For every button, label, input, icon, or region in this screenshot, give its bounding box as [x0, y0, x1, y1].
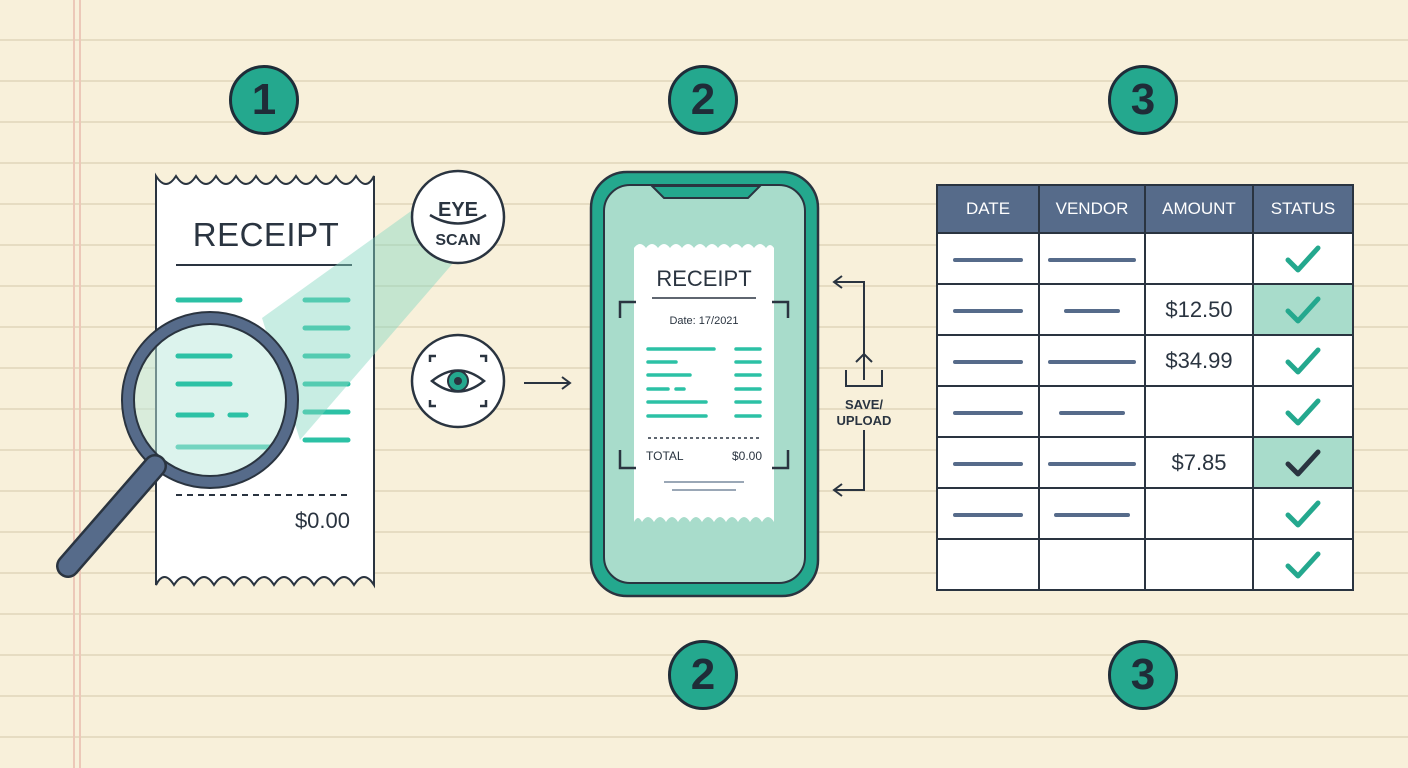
phone-receipt-lines [646, 347, 762, 418]
checkmark-icon [1285, 398, 1321, 425]
eye-scan-line1: EYE [437, 199, 479, 221]
eye-scan-line2: SCAN [435, 232, 481, 249]
amount-cell [1144, 385, 1254, 438]
table-row: $34.99 [936, 334, 1354, 387]
header-date: DATE [936, 184, 1040, 234]
scan-frame [618, 300, 790, 470]
checkmark-icon [1285, 449, 1321, 476]
date-cell [936, 538, 1040, 591]
header-status: STATUS [1252, 184, 1354, 234]
status-cell [1252, 385, 1354, 438]
phone-receipt-title: RECEIPT [656, 266, 752, 291]
amount-cell [1144, 232, 1254, 285]
vendor-placeholder-line [1064, 308, 1120, 313]
date-cell [936, 385, 1040, 438]
date-placeholder-line [953, 512, 1023, 517]
step-2-bottom-badge: 2 [668, 640, 738, 710]
table-row: $7.85 [936, 436, 1354, 489]
phone-notch [649, 185, 763, 199]
step-1-badge: 1 [229, 65, 299, 135]
vendor-cell [1038, 334, 1146, 387]
table-row [936, 385, 1354, 438]
vendor-placeholder-line [1048, 359, 1136, 364]
amount-cell [1144, 538, 1254, 591]
step-3-badge: 3 [1108, 65, 1178, 135]
step-3-bottom-badge: 3 [1108, 640, 1178, 710]
date-cell [936, 283, 1040, 336]
checkmark-icon [1285, 500, 1321, 527]
phone-receipt-date: Date: 17/2021 [669, 315, 739, 327]
phone-total-label: TOTAL [646, 449, 684, 463]
magnifier-lens [122, 312, 298, 488]
vendor-placeholder-line [1054, 512, 1130, 517]
date-cell [936, 334, 1040, 387]
vendor-cell [1038, 385, 1146, 438]
eye-scan-circle [410, 169, 506, 265]
header-vendor: VENDOR [1038, 184, 1146, 234]
scan-beam [262, 196, 480, 440]
phone-receipt [634, 244, 774, 522]
vendor-cell [1038, 436, 1146, 489]
vendor-cell [1038, 538, 1146, 591]
vendor-placeholder-line [1059, 410, 1125, 415]
receipt-total: $0.00 [294, 508, 350, 533]
vendor-cell [1038, 232, 1146, 285]
eye-scan-smile [429, 213, 487, 225]
vendor-cell [1038, 283, 1146, 336]
checkmark-icon [1285, 551, 1321, 578]
date-placeholder-line [953, 308, 1023, 313]
status-cell [1252, 283, 1354, 336]
date-cell [936, 232, 1040, 285]
save-upload-line1: SAVE/ [844, 397, 884, 412]
vendor-cell [1038, 487, 1146, 540]
table-row [936, 487, 1354, 540]
status-cell [1252, 487, 1354, 540]
date-cell [936, 436, 1040, 489]
date-placeholder-line [953, 257, 1023, 262]
step-2-badge: 2 [668, 65, 738, 135]
checkmark-icon [1285, 347, 1321, 374]
eye-icon [428, 354, 488, 408]
status-cell [1252, 538, 1354, 591]
amount-cell: $34.99 [1144, 334, 1254, 387]
expense-ledger-table: DATE VENDOR AMOUNT STATUS $12.50$34.99 $7… [936, 184, 1354, 591]
amount-cell: $7.85 [1144, 436, 1254, 489]
phone-total-value: $0.00 [731, 449, 762, 463]
save-upload-line2: UPLOAD [836, 413, 892, 428]
status-cell [1252, 334, 1354, 387]
table-row: $12.50 [936, 283, 1354, 336]
checkmark-icon [1285, 245, 1321, 272]
date-placeholder-line [953, 359, 1023, 364]
status-cell [1252, 232, 1354, 285]
amount-cell [1144, 487, 1254, 540]
vendor-placeholder-line [1048, 257, 1136, 262]
date-cell [936, 487, 1040, 540]
date-placeholder-line [953, 461, 1023, 466]
checkmark-icon [1285, 296, 1321, 323]
date-placeholder-line [953, 410, 1023, 415]
table-row [936, 538, 1354, 591]
header-amount: AMOUNT [1144, 184, 1254, 234]
status-cell [1252, 436, 1354, 489]
amount-cell: $12.50 [1144, 283, 1254, 336]
vendor-placeholder-line [1048, 461, 1136, 466]
save-upload-label: SAVE/ UPLOAD [826, 397, 902, 429]
upload-icon [845, 352, 883, 387]
magnifier-handle [58, 456, 165, 576]
table-row [936, 232, 1354, 285]
receipt-title: RECEIPT [192, 216, 340, 253]
ledger-header-row: DATE VENDOR AMOUNT STATUS [936, 184, 1354, 234]
arrow-to-phone-head [561, 376, 572, 390]
sync-arrows [832, 275, 865, 497]
